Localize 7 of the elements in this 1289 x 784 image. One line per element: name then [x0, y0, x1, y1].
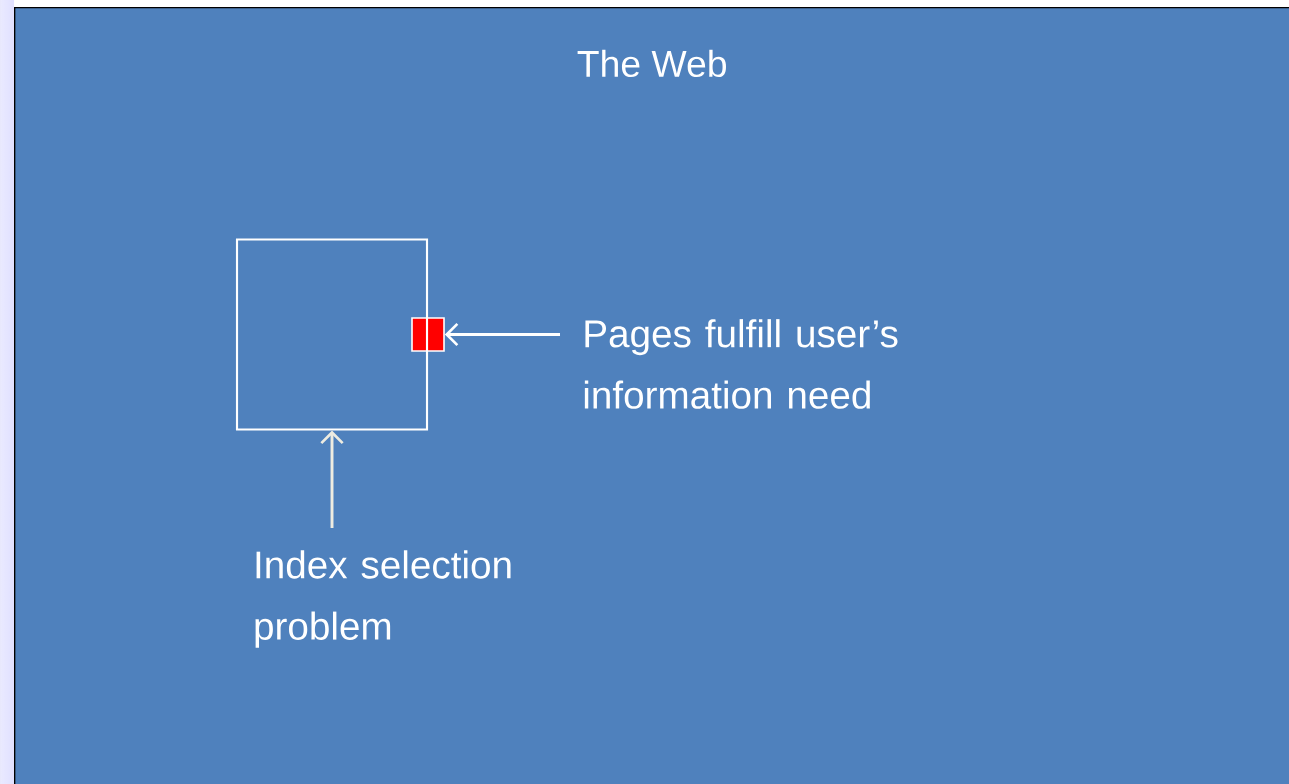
arrow [444, 322, 560, 347]
square-box [235, 238, 429, 431]
region-title: The Web [577, 49, 726, 78]
marker-box [411, 317, 445, 352]
arrow [320, 430, 344, 528]
callout-text: Index selection problem [255, 550, 511, 648]
callout-text: Pages fulfill user’s information need [584, 319, 898, 409]
